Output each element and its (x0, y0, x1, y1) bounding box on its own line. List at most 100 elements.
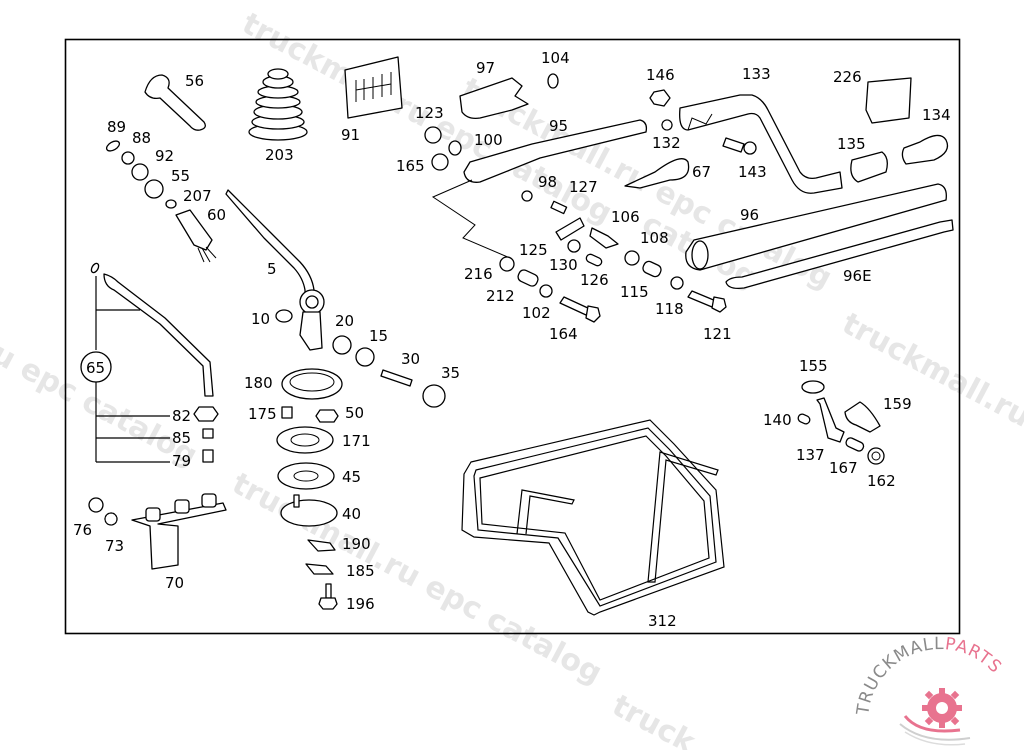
callout-312[interactable]: 312 (648, 612, 677, 630)
callout-134[interactable]: 134 (922, 106, 951, 124)
callout-89[interactable]: 89 (107, 118, 126, 136)
callout-196[interactable]: 196 (346, 595, 375, 613)
nut-part (649, 89, 671, 107)
callout-65[interactable]: 65 (86, 359, 105, 377)
spring-part (165, 199, 177, 209)
callout-159[interactable]: 159 (883, 395, 912, 413)
switch-part (175, 209, 213, 251)
universal-joint-part (901, 134, 949, 165)
circlip-part (332, 335, 352, 355)
callout-140[interactable]: 140 (763, 411, 792, 429)
cap-part (202, 449, 214, 463)
callout-97[interactable]: 97 (476, 59, 495, 77)
callout-70[interactable]: 70 (165, 574, 184, 592)
watermark-text: truck (606, 688, 701, 750)
callout-180[interactable]: 180 (244, 374, 273, 392)
callout-98[interactable]: 98 (538, 173, 557, 191)
callout-185[interactable]: 185 (346, 562, 375, 580)
callout-91[interactable]: 91 (341, 126, 360, 144)
callout-123[interactable]: 123 (415, 104, 444, 122)
callout-167[interactable]: 167 (829, 459, 858, 477)
callout-216[interactable]: 216 (464, 265, 493, 283)
callout-226[interactable]: 226 (833, 68, 862, 86)
callout-20[interactable]: 20 (335, 312, 354, 330)
truckmall-parts-logo: TRUCKMALLPARTS (853, 634, 1006, 746)
callout-50[interactable]: 50 (345, 404, 364, 422)
ring-part (121, 151, 135, 165)
callout-45[interactable]: 45 (342, 468, 361, 486)
plate-part (277, 462, 335, 490)
fork-part (555, 217, 585, 241)
callout-88[interactable]: 88 (132, 129, 151, 147)
callout-118[interactable]: 118 (655, 300, 684, 318)
callout-79[interactable]: 79 (172, 452, 191, 470)
shift-gate-plate-part (344, 56, 403, 119)
callout-121[interactable]: 121 (703, 325, 732, 343)
callout-212[interactable]: 212 (486, 287, 515, 305)
washer-part (661, 119, 673, 131)
callout-95[interactable]: 95 (549, 117, 568, 135)
callout-137[interactable]: 137 (796, 446, 825, 464)
logo-text-parts: PARTS (944, 634, 1006, 678)
callout-146[interactable]: 146 (646, 66, 675, 84)
callout-125[interactable]: 125 (519, 241, 548, 259)
callout-165[interactable]: 165 (396, 157, 425, 175)
callout-96E[interactable]: 96E (843, 267, 872, 285)
callout-127[interactable]: 127 (569, 178, 598, 196)
callout-100[interactable]: 100 (474, 131, 503, 149)
bushing-part (281, 406, 293, 419)
bent-tube-part (679, 94, 843, 194)
callout-35[interactable]: 35 (441, 364, 460, 382)
callout-73[interactable]: 73 (105, 537, 124, 555)
callout-82[interactable]: 82 (172, 407, 191, 425)
callout-133[interactable]: 133 (742, 65, 771, 83)
callout-56[interactable]: 56 (185, 72, 204, 90)
ring-part (105, 140, 121, 152)
callout-164[interactable]: 164 (549, 325, 578, 343)
callout-115[interactable]: 115 (620, 283, 649, 301)
callout-96[interactable]: 96 (740, 206, 759, 224)
callout-155[interactable]: 155 (799, 357, 828, 375)
cable-tie-part (624, 158, 690, 189)
callout-203[interactable]: 203 (265, 146, 294, 164)
callout-67[interactable]: 67 (692, 163, 711, 181)
pin-part (380, 369, 413, 387)
callout-102[interactable]: 102 (522, 304, 551, 322)
callout-132[interactable]: 132 (652, 134, 681, 152)
callout-207[interactable]: 207 (183, 187, 212, 205)
callout-162[interactable]: 162 (867, 472, 896, 490)
callout-130[interactable]: 130 (549, 256, 578, 274)
washer-part (499, 256, 515, 272)
support-frame-part (461, 419, 725, 616)
lever-part (816, 397, 845, 443)
callout-106[interactable]: 106 (611, 208, 640, 226)
callout-40[interactable]: 40 (342, 505, 361, 523)
callout-55[interactable]: 55 (171, 167, 190, 185)
clip-part (521, 190, 533, 202)
callout-190[interactable]: 190 (342, 535, 371, 553)
callout-15[interactable]: 15 (369, 327, 388, 345)
callout-126[interactable]: 126 (580, 271, 609, 289)
pin-part (845, 437, 865, 452)
pad-part (865, 77, 912, 124)
callout-10[interactable]: 10 (251, 310, 270, 328)
callout-5[interactable]: 5 (267, 260, 277, 278)
callout-175[interactable]: 175 (248, 405, 277, 423)
callout-76[interactable]: 76 (73, 521, 92, 539)
bushing-part (624, 250, 640, 266)
pin-part (550, 200, 568, 215)
callout-171[interactable]: 171 (342, 432, 371, 450)
callout-104[interactable]: 104 (541, 49, 570, 67)
ring-part (547, 73, 559, 89)
callout-135[interactable]: 135 (837, 135, 866, 153)
callout-92[interactable]: 92 (155, 147, 174, 165)
callout-143[interactable]: 143 (738, 163, 767, 181)
callout-labels: 56 203 91 89 88 92 55 207 60 5 10 20 15 … (73, 49, 951, 630)
callout-60[interactable]: 60 (207, 206, 226, 224)
shift-rod-part (725, 219, 954, 290)
callout-108[interactable]: 108 (640, 229, 669, 247)
bolt-part (325, 583, 332, 599)
callout-85[interactable]: 85 (172, 429, 191, 447)
callout-30[interactable]: 30 (401, 350, 420, 368)
